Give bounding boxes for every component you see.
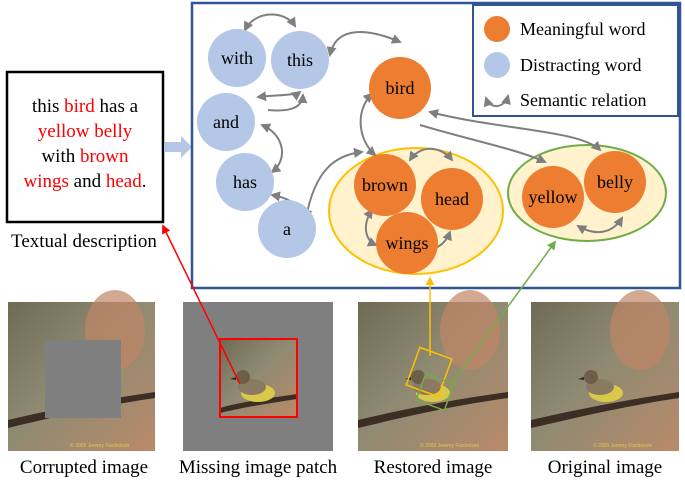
relation-brown-head (408, 147, 454, 162)
svg-text:belly: belly (597, 172, 633, 192)
node-a: a (258, 200, 316, 258)
relation-bird-yellow (419, 124, 547, 164)
restored-box-brown (405, 346, 453, 398)
svg-text:yellow: yellow (529, 187, 578, 207)
word-nodes: with this and has a bird brown head (197, 29, 646, 274)
description-line: with brown (41, 146, 129, 167)
missing-patch-label: Missing image patch (179, 457, 338, 478)
svg-text:with: with (221, 48, 253, 68)
connector-patch-to-text (162, 224, 241, 385)
node-this: this (271, 31, 329, 89)
description-word: has a (95, 96, 139, 117)
relation-this-bird (326, 31, 402, 57)
node-yellow: yellow (522, 166, 584, 228)
restored-image-label: Restored image (374, 457, 493, 478)
description-keyword: bird (64, 96, 95, 117)
legend-meaningful-label: Meaningful word (520, 19, 645, 39)
description-box (5, 70, 165, 224)
description-line: yellow belly (38, 121, 133, 142)
connector-yellow-group (449, 240, 557, 387)
description-line: this bird has a (32, 96, 139, 117)
legend-relation-icon (483, 94, 511, 108)
description-line: wings and head. (24, 171, 147, 192)
relation-and-has (260, 123, 283, 174)
node-brown: brown (354, 154, 416, 216)
description-text: this bird has a yellow belly with brown win… (24, 96, 147, 192)
connector-arrows (162, 224, 557, 387)
svg-text:and: and (213, 112, 239, 132)
node-and: and (197, 93, 255, 151)
svg-text:wings: wings (385, 233, 428, 253)
corrupted-image-label: Corrupted image (20, 457, 148, 478)
restored-box-yellow (415, 372, 455, 412)
node-has: has (216, 153, 274, 211)
description-keyword: head (106, 171, 142, 192)
legend-distracting-label: Distracting word (520, 55, 641, 75)
corrupted-patch (45, 340, 121, 418)
node-wings: wings (376, 212, 438, 274)
relation-bird-belly (428, 109, 602, 152)
node-head: head (421, 168, 483, 230)
relation-and-this (256, 90, 302, 102)
legend-meaningful-swatch (484, 16, 510, 42)
node-belly: belly (584, 151, 646, 213)
graph-frame (190, 1, 682, 290)
description-caption: Textual description (11, 231, 157, 252)
relation-brown-wings (363, 208, 378, 247)
relation-a-brown (302, 147, 364, 220)
original-watermark: © 2009 Jeremy Fischelson (593, 442, 652, 449)
relation-and-this-2 (267, 93, 308, 112)
corrupted-watermark: © 2009 Jeremy Fischelson (70, 442, 129, 449)
description-keyword: yellow belly (38, 121, 133, 142)
svg-text:a: a (283, 219, 291, 239)
restored-image: © 2009 Jeremy Fischelson (358, 290, 508, 451)
original-image-label: Original image (548, 457, 663, 478)
description-keyword: wings (24, 171, 69, 192)
description-word: with (41, 146, 80, 167)
description-keyword: brown (80, 146, 129, 167)
svg-text:head: head (435, 189, 469, 209)
description-word: and (69, 171, 106, 192)
original-image: © 2009 Jeremy Fischelson (531, 290, 679, 451)
missing-patch-image (183, 302, 333, 451)
svg-text:bird: bird (386, 78, 415, 98)
corrupted-image: © 2009 Jeremy Fischelson (8, 290, 155, 451)
legend: Meaningful word Distracting word Semanti… (472, 4, 679, 117)
legend-relation-label: Semantic relation (520, 90, 646, 110)
description-word: . (142, 171, 147, 192)
svg-text:this: this (287, 50, 313, 70)
description-word: this (32, 96, 64, 117)
node-bird: bird (369, 57, 431, 119)
relation-with-this (244, 13, 297, 32)
svg-text:brown: brown (362, 175, 408, 195)
legend-distracting-swatch (484, 52, 510, 78)
relation-yellow-belly (576, 216, 624, 235)
relation-bird-brown (359, 92, 377, 157)
flow-arrow (164, 136, 192, 158)
svg-text:has: has (233, 172, 257, 192)
restored-watermark: © 2009 Jeremy Fischelson (420, 442, 479, 449)
node-with: with (208, 29, 266, 87)
